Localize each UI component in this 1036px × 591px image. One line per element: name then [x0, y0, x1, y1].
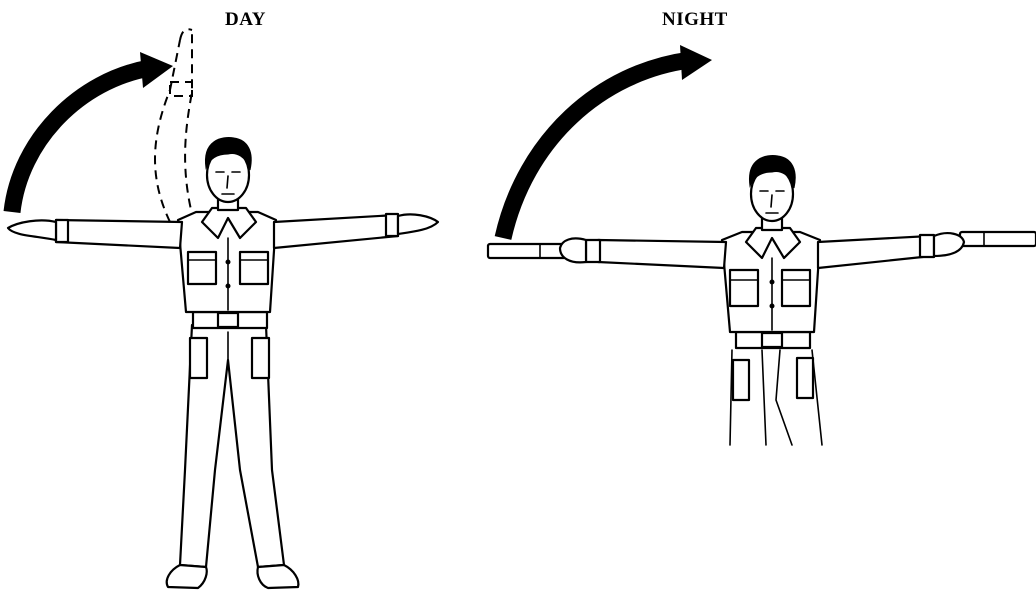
night-marshaller-figure — [488, 156, 1036, 445]
night-left-wand-icon — [488, 244, 566, 258]
night-curved-arrow-icon — [503, 45, 712, 238]
night-panel — [488, 45, 1036, 445]
day-curved-arrow-icon — [12, 52, 173, 212]
night-right-wand-icon — [960, 232, 1036, 246]
day-marshaller-figure — [8, 138, 438, 588]
day-panel — [8, 29, 438, 588]
day-dashed-arm-path — [155, 29, 194, 222]
